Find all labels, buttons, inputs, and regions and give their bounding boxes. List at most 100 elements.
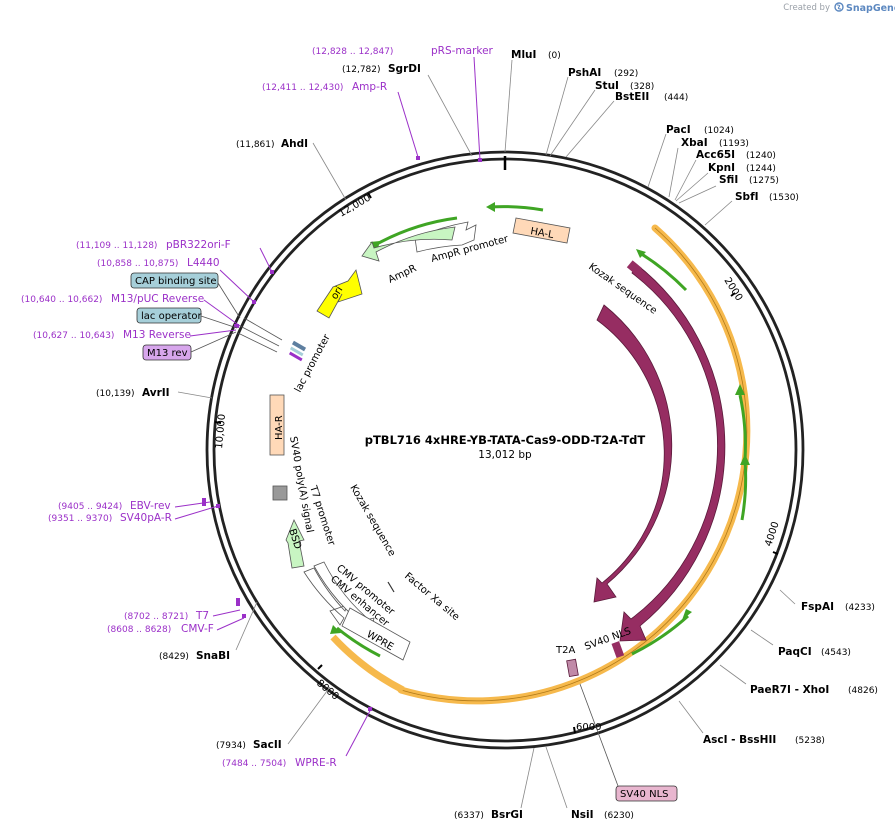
lac-promoter-label: lac promoter <box>293 332 333 394</box>
sv40-polya-label: SV40 poly(A) signal <box>287 436 315 534</box>
enzyme-nsii: NsiI <box>571 809 594 821</box>
enzyme-bsteii-pos: (444) <box>664 93 688 103</box>
kozak-top-mark <box>626 260 642 275</box>
primer-amp-r: Amp-R <box>352 81 387 93</box>
enzyme-paqci: PaqCI <box>778 646 812 658</box>
enzyme-paer7i-xhoi: PaeR7I - XhoI <box>750 684 829 696</box>
factorxa-mark <box>387 581 395 593</box>
primer-prs-marker: pRS-marker <box>431 45 494 57</box>
sv40-nls-leader <box>579 683 619 787</box>
sv40-polya-feature <box>272 485 288 501</box>
primer-amp-r-pos: (12,411 .. 12,430) <box>262 83 343 93</box>
enzyme-snabi-pos: (8429) <box>159 652 189 662</box>
primer-l4440: L4440 <box>187 257 220 269</box>
ampr-label: AmpR <box>387 263 419 286</box>
sv40-nls-box-label: SV40 NLS <box>620 789 669 800</box>
enzyme-sacii: SacII <box>253 739 282 751</box>
green-arrows <box>336 205 748 658</box>
enzyme-sfii-pos: (1275) <box>749 176 779 186</box>
enzyme-acc65i-pos: (1240) <box>746 151 776 161</box>
ampr-feature <box>361 226 456 262</box>
snapgene-logo-icon <box>834 2 844 12</box>
cap-binding-site-box <box>130 272 219 289</box>
cmv-promoter-feature <box>303 567 348 626</box>
t2a-mark <box>566 658 579 678</box>
enzyme-asci-bsshii: AscI - BssHII <box>703 734 776 746</box>
primer-cmv-f-pos: (8608 .. 8628) <box>107 625 171 635</box>
bsd-feature <box>285 519 305 569</box>
primer-t7: T7 <box>195 610 209 622</box>
primer-m13-reverse: M13 Reverse <box>123 329 191 341</box>
orange-arc-outer <box>397 224 751 705</box>
enzyme-bsteii: BstEII <box>615 91 649 103</box>
cas9-inner-label: Cas9 <box>674 440 685 465</box>
enzyme-fspai-pos: (4233) <box>845 603 875 613</box>
enzyme-paqci-pos: (4543) <box>821 648 851 658</box>
enzyme-kpni: KpnI <box>708 162 735 174</box>
ha-r-label: HA-R <box>274 415 285 440</box>
enzyme-sbfi: SbfI <box>735 191 759 203</box>
primer-pbr322ori-f: pBR322ori-F <box>166 239 231 251</box>
primer-sv40pa-r-pos: (9351 .. 9370) <box>48 514 112 524</box>
primer-m13-puc-reverse-pos: (10,640 .. 10,662) <box>21 295 102 305</box>
watermark-prefix: Created by <box>783 3 830 13</box>
primer-wpre-r-pos: (7484 .. 7504) <box>222 759 286 769</box>
plasmid-name: pTBL716 4xHRE-YB-TATA-Cas9-ODD-T2A-TdT <box>365 433 646 447</box>
enzyme-mlui: MluI <box>511 49 536 61</box>
enzyme-asci-bsshii-pos: (5238) <box>795 736 825 746</box>
primer-cmv-f: CMV-F <box>181 623 214 635</box>
ori-feature <box>316 269 363 319</box>
t2a-label: T2A <box>555 645 575 656</box>
cas9-inner-arrow <box>593 304 673 603</box>
enzyme-paer7i-xhoi-pos: (4826) <box>848 686 878 696</box>
enzyme-sgrdi: SgrDI <box>388 63 421 75</box>
tick-label-12000: 12,000 <box>337 193 373 220</box>
enzyme-paci-pos: (1024) <box>704 126 734 136</box>
enzyme-stui-pos: (328) <box>630 82 654 92</box>
m13-rev-label: M13 rev <box>147 348 188 359</box>
ha-l-label: HA-L <box>529 226 554 241</box>
sv40-nls-box <box>615 785 678 802</box>
kozak-bottom-label: Kozak sequence <box>347 483 397 558</box>
tick-marks <box>214 192 779 734</box>
wpre-feature <box>341 607 411 661</box>
primer-sv40pa-r: SV40pA-R <box>120 512 172 524</box>
enzyme-leaders <box>177 59 796 809</box>
primer-l4440-pos: (10,858 .. 10,875) <box>97 259 178 269</box>
enzyme-labels: MluI (0) PshAI (292) StuI (328) BstEII (… <box>96 49 878 821</box>
orange-arc-lower <box>330 634 405 694</box>
primer-m13-puc-reverse: M13/pUC Reverse <box>111 293 204 305</box>
enzyme-acc65i: Acc65I <box>696 149 735 161</box>
enzyme-sfii: SfiI <box>719 174 738 186</box>
enzyme-bsrgi-pos: (6337) <box>454 811 484 821</box>
lac-region-marks <box>237 317 307 362</box>
lac-operator-box <box>136 307 202 324</box>
enzyme-xbai: XbaI <box>681 137 708 149</box>
enzyme-avrii-pos: (10,139) <box>96 389 135 399</box>
primer-leaders <box>174 56 481 757</box>
enzyme-avrii: AvrII <box>142 387 170 399</box>
primer-pbr322ori-f-pos: (11,109 .. 11,128) <box>76 241 157 251</box>
enzyme-xbai-pos: (1193) <box>719 139 749 149</box>
plasmid-size: 13,012 bp <box>478 449 532 461</box>
ha-r-feature <box>269 394 285 456</box>
enzyme-sgrdi-pos: (12,782) <box>342 65 381 75</box>
enzyme-sbfi-pos: (1530) <box>769 193 799 203</box>
tick-label-10000: 10,000 <box>214 413 228 449</box>
primer-t7-pos: (8702 .. 8721) <box>124 612 188 622</box>
enzyme-nsii-pos: (6230) <box>604 811 634 821</box>
primer-m13-reverse-pos: (10,627 .. 10,643) <box>33 331 114 341</box>
enzyme-ahdi: AhdI <box>281 138 308 150</box>
orange-arc-outer-edge <box>400 227 748 702</box>
m13-rev-box <box>142 344 192 361</box>
tick-label-6000: 6000 <box>576 722 601 733</box>
tick-label-4000: 4000 <box>763 520 781 548</box>
factorxa-label: Factor Xa site <box>402 571 461 623</box>
enzyme-snabi: SnaBI <box>196 650 230 662</box>
watermark-brand: SnapGene <box>846 3 895 14</box>
enzyme-bsrgi: BsrGI <box>491 809 523 821</box>
enzyme-sacii-pos: (7934) <box>216 741 246 751</box>
box-leaders <box>190 282 241 353</box>
kozak-top-label: Kozak sequence <box>586 261 658 316</box>
primer-wpre-r: WPRE-R <box>295 757 337 769</box>
